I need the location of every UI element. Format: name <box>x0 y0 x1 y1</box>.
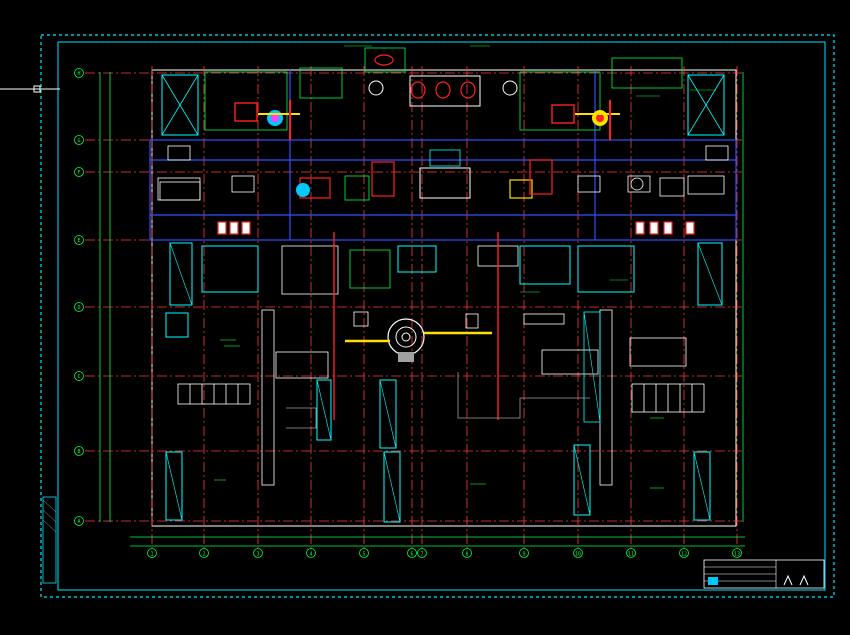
column-axis-label: 10 <box>575 552 581 558</box>
upper-equipment-zone <box>157 47 729 235</box>
column-axis-bubble: 5 <box>359 548 369 558</box>
row-axis-label: C <box>77 374 80 380</box>
column-axis-label: 1 <box>150 552 153 558</box>
column-axis-bubble: 7 <box>417 548 427 558</box>
column-axis-bubble: 9 <box>519 548 529 558</box>
grey-structure <box>286 372 590 429</box>
annotation-marks <box>214 45 716 489</box>
column-axis-bubble: 8 <box>462 548 472 558</box>
stair-box-right <box>687 74 725 136</box>
row-axis-bubble: E <box>74 235 84 245</box>
column-axis-label: 7 <box>420 552 423 558</box>
row-axis-label: H <box>77 71 80 77</box>
column-axis-bubble: 11 <box>626 548 636 558</box>
stair-box-left <box>161 74 199 136</box>
middle-zone <box>165 232 723 486</box>
column-axis-bubble: 3 <box>253 548 263 558</box>
sheet-inner-border <box>57 41 826 591</box>
row-axis-label: F <box>77 170 80 176</box>
row-axis-bubble: G <box>74 135 84 145</box>
column-axis-label: 8 <box>465 552 468 558</box>
row-axis-label: B <box>77 449 80 455</box>
row-axis-bubble: B <box>74 446 84 456</box>
window-units <box>159 181 705 413</box>
column-axis-label: 11 <box>628 552 634 558</box>
column-axis-label: 3 <box>256 552 259 558</box>
row-axis-bubble: H <box>74 68 84 78</box>
building-outline <box>151 69 737 527</box>
column-axis-bubble: 4 <box>306 548 316 558</box>
row-axis-bubble: A <box>74 516 84 526</box>
column-axis-bubble: 12 <box>679 548 689 558</box>
row-axis-bubble: D <box>74 302 84 312</box>
column-axis-label: 12 <box>681 552 687 558</box>
column-axis-label: 2 <box>202 552 205 558</box>
binding-stamp <box>42 496 57 584</box>
column-axis-bubble: 13 <box>732 548 742 558</box>
column-axis-label: 6 <box>410 552 413 558</box>
row-axis-bubbles: H G F E D C B A <box>74 68 84 526</box>
column-axis-label: 9 <box>522 552 525 558</box>
piping-corridors <box>149 70 737 241</box>
row-axis-label: G <box>77 138 80 144</box>
lower-shafts <box>165 379 711 523</box>
column-axis-bubble: 10 <box>573 548 583 558</box>
row-axis-label: E <box>77 238 80 244</box>
sheet-outer-border <box>40 34 835 598</box>
column-axis-bubble: 2 <box>199 548 209 558</box>
column-axis-bubble: 6 <box>407 548 417 558</box>
axis-grid <box>85 66 742 548</box>
row-axis-bubble: F <box>74 167 84 177</box>
title-block-logo-mark <box>783 574 809 586</box>
dimension-lines <box>99 72 745 547</box>
crosshair-cursor <box>0 85 60 93</box>
row-axis-bubble: C <box>74 371 84 381</box>
column-axis-bubble: 1 <box>147 548 157 558</box>
row-axis-label: A <box>77 519 80 525</box>
title-block <box>703 559 825 589</box>
column-axis-label: 4 <box>309 552 312 558</box>
column-axis-label: 13 <box>734 552 740 558</box>
column-axis-label: 5 <box>362 552 365 558</box>
row-axis-label: D <box>77 305 80 311</box>
